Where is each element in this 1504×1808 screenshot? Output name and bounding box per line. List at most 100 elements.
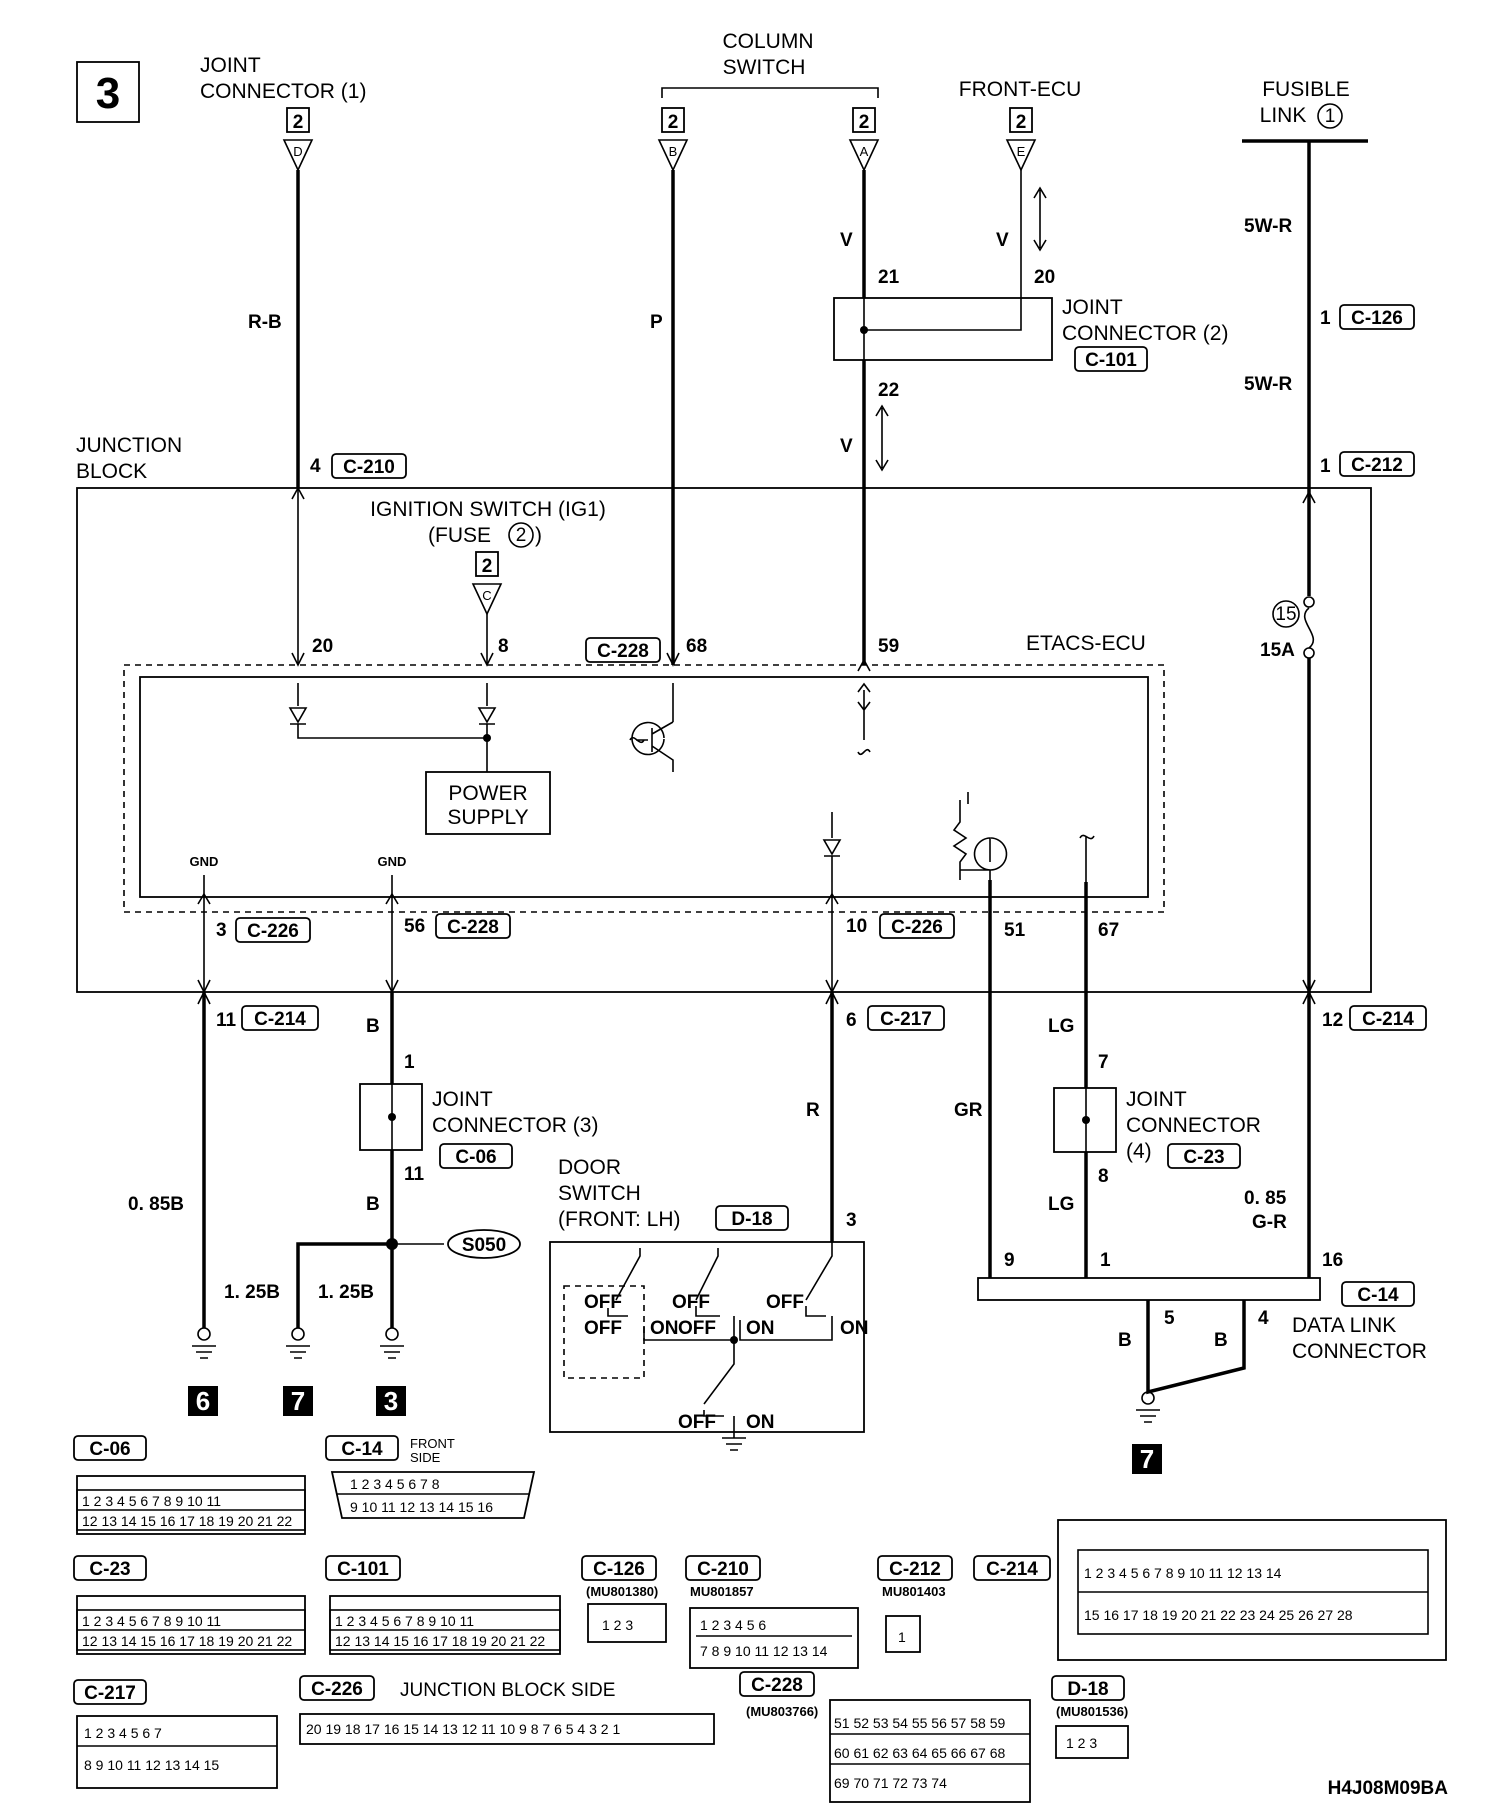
c217-face-tag: C-217 [84,1683,136,1704]
s050-tag: S050 [462,1235,506,1256]
c212-face-tag: C-212 [889,1559,941,1580]
double-arrow-front [1033,186,1047,252]
page-number: 3 [96,69,120,118]
pin-68: 68 [686,636,707,657]
label-b-upper: B [366,1016,380,1037]
ground-7a: 7 [291,1386,305,1416]
door-off-b: OFF [584,1292,622,1313]
d18-tag: D-18 [731,1209,772,1230]
label-rb: R-B [248,312,282,333]
svg-text:E: E [1017,144,1026,159]
svg-text:2: 2 [668,112,679,133]
c101-face: 1 2 3 4 5 6 7 8 9 10 11 12 13 14 15 16 1… [329,1595,561,1655]
svg-text:20 19 18 17 16 15 14 13 12 11: 20 19 18 17 16 15 14 13 12 11 10 9 8 7 6… [306,1721,620,1737]
svg-text:1 2 3: 1 2 3 [1066,1735,1097,1751]
label-v3: V [840,436,853,457]
c14-tag-box [1341,1281,1415,1307]
fuse15-link [1303,607,1315,649]
pin-1-jc3: 1 [404,1052,415,1073]
door-off-2: OFF [678,1318,716,1339]
svg-text:9 10 11 12 13 14 15 16: 9 10 11 12 13 14 15 16 [350,1499,493,1515]
c217-tag-box [867,1005,945,1031]
ref-b: 2 B [657,107,689,172]
d18-face: 1 2 3 [1055,1725,1129,1759]
door-off-4: OFF [678,1412,716,1433]
d18-face-tag: D-18 [1067,1679,1108,1700]
svg-text:1 2 3: 1 2 3 [602,1617,633,1633]
ground-3-badge [376,1386,406,1416]
label-gr085-a: 0. 85 [1244,1188,1287,1209]
power-supply-box [425,771,551,835]
c228-tag-a: C-228 [597,641,649,662]
jc3-node [388,1113,396,1121]
c212-tag: C-212 [1351,455,1403,476]
c210-face-tag-box [685,1555,761,1581]
etacs-ecu-label: ETACS-ECU [1026,632,1146,655]
label-125b-a: 1. 25B [224,1282,280,1303]
c06-face-tag-box [73,1435,147,1461]
ground-6-badge [188,1386,218,1416]
c214-tag-b-box [1349,1005,1427,1031]
svg-text:12 13 14 15 16 17 18 19 20 21: 12 13 14 15 16 17 18 19 20 21 22 [335,1633,545,1649]
c14-face: 1 2 3 4 5 6 7 8 9 10 11 12 13 14 15 16 [330,1471,536,1519]
label-r: R [806,1100,820,1121]
c217-tag: C-217 [880,1009,932,1030]
ref-a: 2 A [848,107,880,172]
arrows-entry [291,486,1316,672]
svg-text:7 8 9 10 11 12 13 14: 7 8 9 10 11 12 13 14 [700,1643,828,1659]
gnd-label-1: GND [190,854,219,869]
label-125b-b: 1. 25B [318,1282,374,1303]
door-off-1: OFF [584,1318,622,1339]
svg-text:1 2 3 4 5 6: 1 2 3 4 5 6 [700,1617,766,1633]
pin-9-dlc: 9 [1004,1250,1015,1271]
d18-tag-box [715,1205,789,1231]
pin-1-c212: 1 [1320,456,1331,477]
pin-20: 20 [1034,267,1055,288]
c126-tag-box [1339,304,1415,330]
label-v1: V [840,230,853,251]
door-on-4: ON [746,1412,775,1433]
c228-face-part: (MU803766) [746,1704,818,1719]
door-on-2: ON [746,1318,775,1339]
c226-face-tag: C-226 [311,1679,363,1700]
dlc-label: DATA LINK [1292,1314,1396,1337]
c23-face: 1 2 3 4 5 6 7 8 9 10 11 12 13 14 15 16 1… [76,1595,306,1655]
svg-text:1: 1 [898,1629,906,1645]
svg-text:51 52 53 54 55 56 57 58 59: 51 52 53 54 55 56 57 58 59 [834,1715,1005,1731]
pin-4: 4 [310,456,321,477]
fuse15-num: 15 [1275,604,1296,625]
c226-face-note: JUNCTION BLOCK SIDE [400,1680,615,1701]
jc4-label-3: (4) [1126,1140,1152,1163]
junction-block-label-2: BLOCK [76,460,147,483]
pin-6-c217: 6 [846,1010,857,1031]
door-switch-box [549,1241,865,1433]
inner-transistor-68 [629,683,674,772]
c210-face-tag: C-210 [697,1559,749,1580]
label-lg1: LG [1048,1016,1074,1037]
fuse15-amp: 15A [1260,640,1295,661]
c214-face: 1 2 3 4 5 6 7 8 9 10 11 12 13 14 15 16 1… [1057,1519,1447,1661]
door-on-3: ON [840,1318,869,1339]
label-5wr-1: 5W-R [1244,216,1292,237]
svg-text:B: B [669,144,678,159]
c06-tag: C-06 [455,1147,496,1168]
inner-59 [857,682,871,756]
fuse15-bottom [1303,647,1315,659]
door-off-a: OFF [766,1292,804,1313]
inner-67 [1079,834,1095,882]
fuse15-top [1303,596,1315,608]
c23-tag-box [1167,1143,1241,1169]
c228-face: 51 52 53 54 55 56 57 58 59 60 61 62 63 6… [829,1699,1031,1803]
inner-node [483,734,491,742]
column-switch-label-2: SWITCH [723,56,806,79]
c228-tag-b-box [435,913,511,939]
svg-text:1 2 3 4 5 6 7 8 9 10 11: 1 2 3 4 5 6 7 8 9 10 11 [82,1613,221,1629]
svg-text:1 2 3 4 5 6 7 8 9 10 11: 1 2 3 4 5 6 7 8 9 10 11 [82,1493,221,1509]
c06-face: 1 2 3 4 5 6 7 8 9 10 11 12 13 14 15 16 1… [76,1475,306,1535]
c228-tag-a-box [585,637,661,663]
pin-16-dlc: 16 [1322,1250,1343,1271]
ignition-switch-label: IGNITION SWITCH (IG1) [370,498,606,521]
svg-text:1 2 3 4 5 6 7 8 9 10 11 12 13: 1 2 3 4 5 6 7 8 9 10 11 12 13 14 [1084,1565,1282,1581]
splice-node [386,1238,398,1250]
jc3-label-2: CONNECTOR (3) [432,1114,598,1137]
